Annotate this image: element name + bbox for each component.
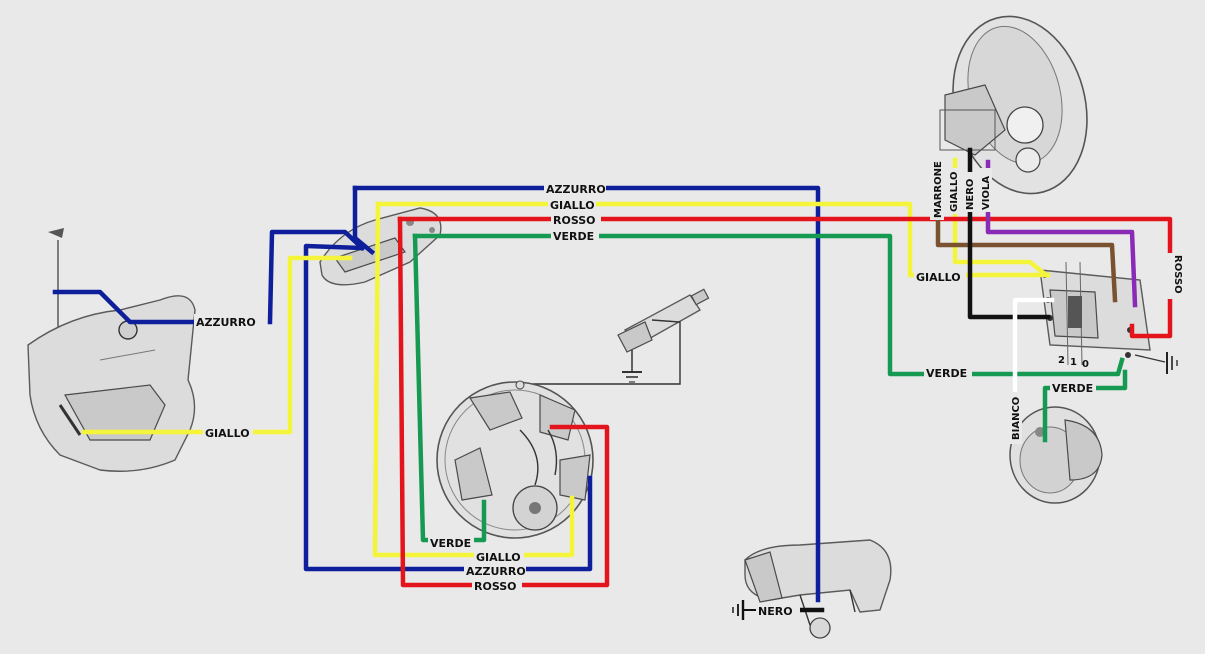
giallo-top-label: GIALLO bbox=[550, 199, 595, 212]
azzurro-wire-taillight bbox=[52, 289, 198, 325]
regulator-component: 2 1 0 bbox=[1039, 261, 1178, 374]
azzurro-bottom-label: AZZURRO bbox=[466, 565, 526, 578]
azzurro-left-label: AZZURRO bbox=[196, 316, 256, 329]
wires bbox=[52, 147, 1173, 613]
taillight-component bbox=[27, 228, 196, 472]
verde-wire-top bbox=[412, 233, 1125, 377]
nero-bottom-label: NERO bbox=[758, 605, 793, 618]
spark-plug-component bbox=[520, 288, 710, 385]
azzurro-top-label: AZZURRO bbox=[546, 183, 606, 196]
giallo-wire-left bbox=[81, 255, 353, 435]
rosso-right-label: ROSSO bbox=[1172, 255, 1183, 294]
bianco-wire bbox=[1012, 297, 1055, 395]
rosso-wire-top bbox=[397, 216, 1173, 339]
ground-icon bbox=[732, 600, 756, 620]
ground-icon bbox=[1166, 352, 1178, 374]
verde-magneto-label: VERDE bbox=[430, 537, 471, 550]
nero-vertical-label: NERO bbox=[965, 179, 976, 210]
bianco-label: BIANCO bbox=[1011, 397, 1022, 440]
giallo-left-label: GIALLO bbox=[205, 427, 250, 440]
terminal-2-label: 2 bbox=[1058, 355, 1065, 366]
headlight-component bbox=[939, 15, 1088, 195]
azzurro-wire-left bbox=[267, 185, 376, 325]
giallo-regulator-label: GIALLO bbox=[916, 271, 961, 284]
terminal-0-label: 0 bbox=[1082, 359, 1089, 370]
wire-labels: AZZURRO GIALLO ROSSO VERDE AZZURRO GIALL… bbox=[194, 158, 1183, 618]
rosso-wire-loop bbox=[397, 216, 610, 588]
rosso-top-label: ROSSO bbox=[553, 214, 596, 227]
switch-component bbox=[319, 207, 442, 286]
verde-top-label: VERDE bbox=[553, 230, 594, 243]
rosso-bottom-label: ROSSO bbox=[474, 580, 517, 593]
magneto-stator-component bbox=[436, 380, 594, 539]
marrone-label: MARRONE bbox=[933, 161, 944, 218]
horn-component bbox=[1009, 406, 1103, 504]
verde-right-label: VERDE bbox=[926, 367, 967, 380]
giallo-vertical-label: GIALLO bbox=[949, 171, 960, 212]
giallo-bottom-label: GIALLO bbox=[476, 551, 521, 564]
azzurro-wire-top bbox=[352, 185, 821, 603]
terminal-1-label: 1 bbox=[1070, 357, 1077, 368]
azzurro-wire-loop bbox=[303, 243, 593, 572]
verde-horn-label: VERDE bbox=[1052, 382, 1093, 395]
marrone-wire bbox=[935, 211, 1118, 303]
giallo-wire-top bbox=[375, 201, 1051, 278]
viola-label: VIOLA bbox=[981, 176, 992, 210]
giallo-wire-loop bbox=[372, 201, 575, 558]
